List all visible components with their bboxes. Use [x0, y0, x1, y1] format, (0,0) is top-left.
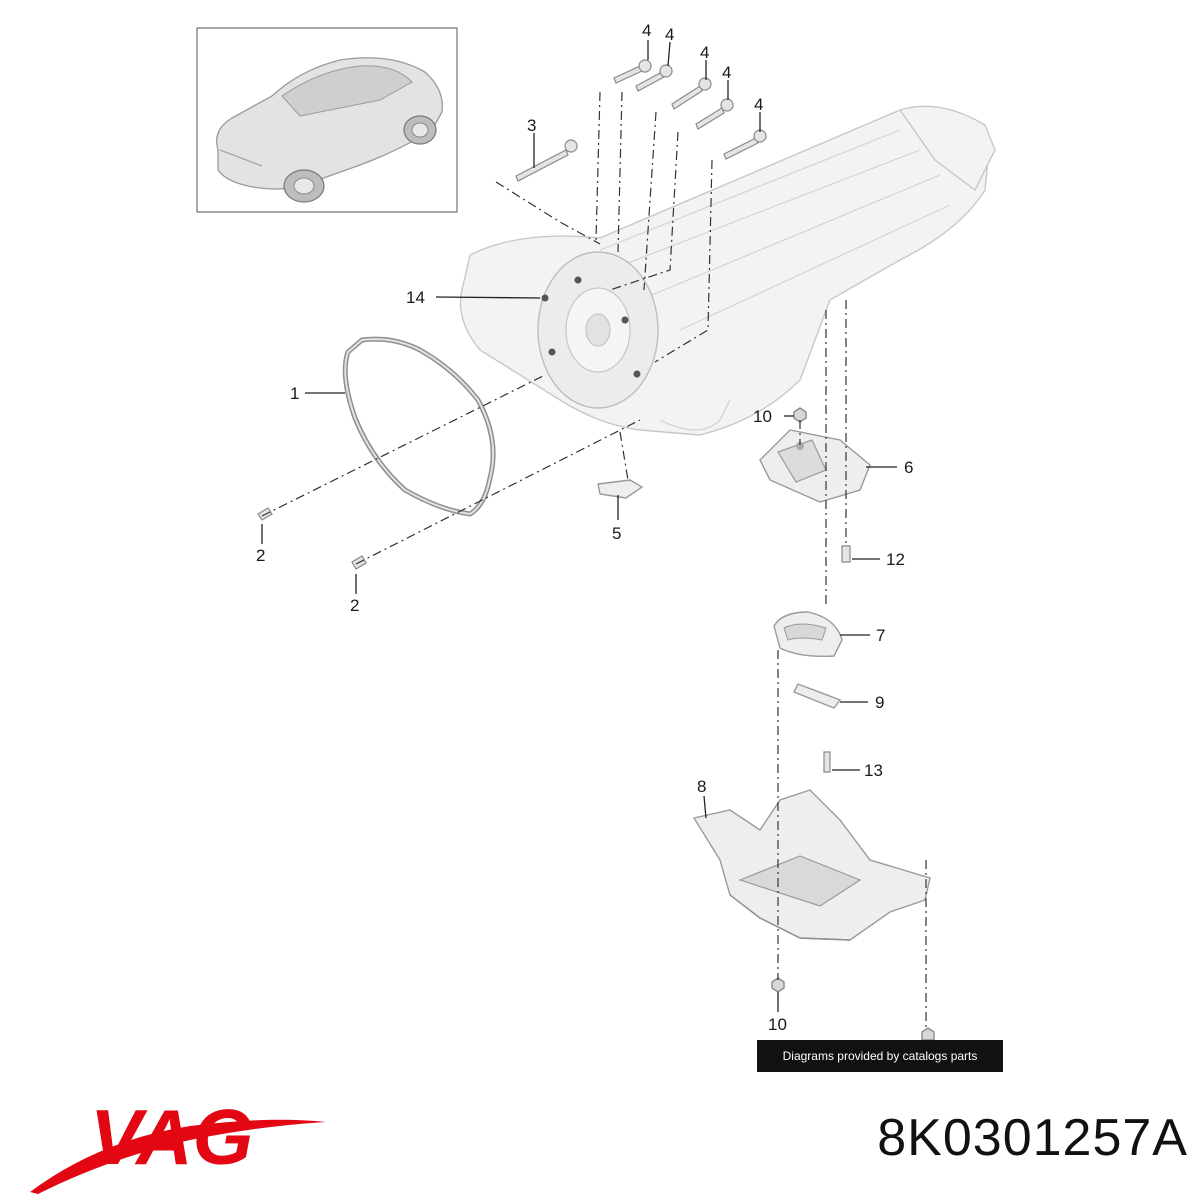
part-14-studs: [541, 276, 641, 378]
part-12-bolt: [841, 545, 851, 563]
vehicle-thumbnail: [196, 27, 458, 213]
callout-9: 9: [875, 693, 884, 712]
callout-2a: 2: [256, 546, 265, 565]
assembly-lines: [261, 91, 927, 1028]
callout-14: 14: [406, 288, 425, 307]
part-6-mount: [759, 429, 871, 503]
part-5-bracket: [597, 479, 644, 499]
part-8-crossmember: [692, 789, 931, 941]
callout-4a: 4: [642, 21, 651, 40]
part-9-plate: [793, 683, 842, 709]
callout-7: 7: [876, 626, 885, 645]
callout-1: 1: [290, 384, 299, 403]
callout-4c: 4: [700, 43, 709, 62]
logo-swoosh: [30, 1119, 326, 1194]
callout-4b: 4: [665, 25, 674, 44]
part-3-bolt: [515, 139, 578, 182]
callout-13: 13: [864, 761, 883, 780]
part-4-bolts: [613, 59, 767, 160]
callout-4e: 4: [754, 95, 763, 114]
callout-6: 6: [904, 458, 913, 477]
part-10-nuts: [771, 407, 935, 1041]
part-1-gasket: [342, 336, 496, 517]
callout-10a: 10: [753, 407, 772, 426]
callout-labels: 1 2 2 3 4 4 4 4 4 5 6 7 8 9 10 10 12 13 …: [256, 21, 913, 1034]
logo-wordmark: VAG: [90, 1093, 253, 1181]
callout-8: 8: [697, 777, 706, 796]
credit-banner: Diagrams provided by catalogs parts: [757, 1040, 1003, 1072]
callout-10b: 10: [768, 1015, 787, 1034]
callout-3: 3: [527, 116, 536, 135]
callout-2b: 2: [350, 596, 359, 615]
part-2-bolts: [257, 507, 367, 570]
callout-12: 12: [886, 550, 905, 569]
part-number: 8K0301257A: [877, 1109, 1188, 1167]
part-13-bolt: [823, 751, 831, 773]
part-7-bracket: [773, 611, 843, 658]
callout-4d: 4: [722, 63, 731, 82]
transmission-assembly: [459, 105, 996, 436]
leader-lines: [261, 40, 897, 1012]
vag-logo: VAG: [30, 1093, 326, 1194]
callout-5: 5: [612, 524, 621, 543]
